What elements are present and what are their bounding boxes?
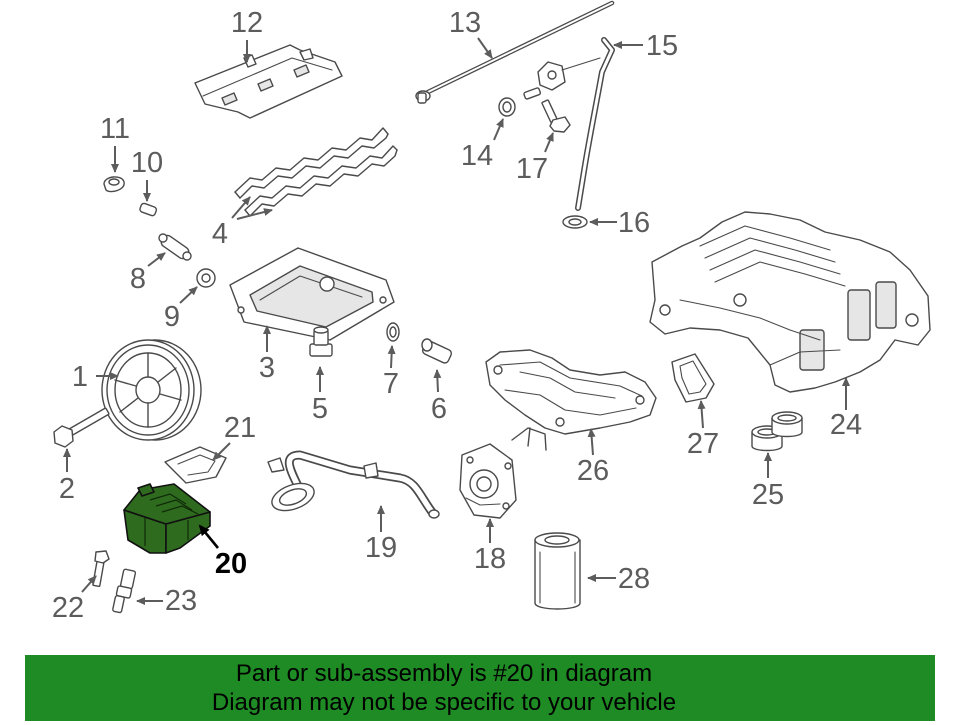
callout-16: 16 bbox=[618, 207, 650, 239]
part-2-bolt bbox=[53, 407, 110, 448]
part-8-fitting bbox=[158, 233, 192, 261]
callout-8: 8 bbox=[130, 263, 146, 295]
callout-26: 26 bbox=[577, 455, 609, 487]
arrow-21 bbox=[212, 442, 231, 461]
callout-11: 11 bbox=[100, 113, 130, 145]
part-5-drain-plug bbox=[309, 326, 333, 357]
callout-22: 22 bbox=[52, 592, 84, 624]
callout-17: 17 bbox=[516, 153, 548, 185]
part-17-bolt bbox=[541, 99, 571, 133]
arrow-26 bbox=[587, 428, 596, 456]
part-16-seal-ring bbox=[562, 215, 588, 229]
callout-24: 24 bbox=[830, 409, 862, 441]
callout-labels: 1 2 3 4 5 6 7 8 9 10 11 12 13 14 15 16 1… bbox=[52, 7, 862, 624]
part-13-dipstick bbox=[415, 0, 615, 104]
arrow-14 bbox=[493, 118, 504, 141]
arrow-4b bbox=[236, 208, 273, 220]
arrow-7 bbox=[387, 345, 396, 369]
part-22-bolt bbox=[92, 550, 110, 588]
callout-18: 18 bbox=[474, 543, 506, 575]
callout-7: 7 bbox=[383, 368, 399, 400]
arrow-9 bbox=[179, 286, 198, 304]
part-10-dowel bbox=[139, 202, 158, 217]
callout-12: 12 bbox=[231, 7, 263, 39]
part-1-pulley bbox=[101, 339, 202, 441]
callout-6: 6 bbox=[431, 393, 447, 425]
part-28-filter bbox=[534, 532, 581, 610]
arrow-8 bbox=[147, 252, 166, 267]
part-27-gasket bbox=[671, 353, 715, 403]
callout-5: 5 bbox=[312, 393, 328, 425]
notice-banner: Part or sub-assembly is #20 in diagram D… bbox=[25, 655, 935, 721]
arrow-13 bbox=[477, 37, 493, 59]
part-11-cap bbox=[103, 176, 125, 193]
notice-line-1: Part or sub-assembly is #20 in diagram bbox=[235, 660, 653, 687]
part-7-o-ring bbox=[386, 322, 400, 342]
callout-28: 28 bbox=[618, 563, 650, 595]
callout-3: 3 bbox=[259, 352, 275, 384]
part-25-seals bbox=[751, 411, 803, 452]
part-18-pump bbox=[459, 443, 517, 519]
part-19-pickup-tube bbox=[267, 450, 440, 519]
arrow-27 bbox=[697, 400, 706, 429]
part-23-sensor bbox=[112, 568, 137, 614]
callout-21: 21 bbox=[224, 412, 256, 444]
part-21-gasket bbox=[164, 446, 227, 484]
callout-13: 13 bbox=[449, 7, 481, 39]
callout-27: 27 bbox=[687, 428, 719, 460]
part-26-housing bbox=[485, 349, 657, 451]
part-6-sensor bbox=[421, 338, 453, 364]
part-9-plug bbox=[196, 268, 216, 288]
callout-14: 14 bbox=[461, 140, 493, 172]
callout-19: 19 bbox=[365, 532, 397, 564]
callout-4: 4 bbox=[212, 218, 228, 250]
callout-2: 2 bbox=[59, 473, 75, 505]
part-14-o-ring bbox=[498, 97, 516, 117]
part-20-highlighted-assembly bbox=[123, 483, 211, 554]
arrow-20 bbox=[198, 524, 220, 549]
callout-1: 1 bbox=[72, 361, 88, 393]
part-4-gasket-set bbox=[234, 127, 398, 217]
callout-arrows bbox=[63, 37, 850, 605]
arrow-4a bbox=[231, 196, 251, 219]
arrow-6 bbox=[433, 369, 442, 393]
callout-15: 15 bbox=[646, 30, 678, 62]
callout-23: 23 bbox=[165, 585, 197, 617]
part-12-cover-plate bbox=[194, 44, 343, 119]
callout-25: 25 bbox=[752, 479, 784, 511]
part-15-dipstick-tube bbox=[523, 37, 615, 211]
notice-line-2: Diagram may not be specific to your vehi… bbox=[211, 689, 677, 716]
callout-10: 10 bbox=[131, 147, 163, 179]
callout-20-highlighted: 20 bbox=[215, 548, 247, 580]
callout-9: 9 bbox=[164, 301, 180, 333]
arrow-17 bbox=[544, 132, 554, 153]
arrow-22 bbox=[81, 575, 97, 593]
part-24-housing-assembly bbox=[649, 211, 931, 393]
part-3-oil-pan bbox=[229, 247, 395, 341]
